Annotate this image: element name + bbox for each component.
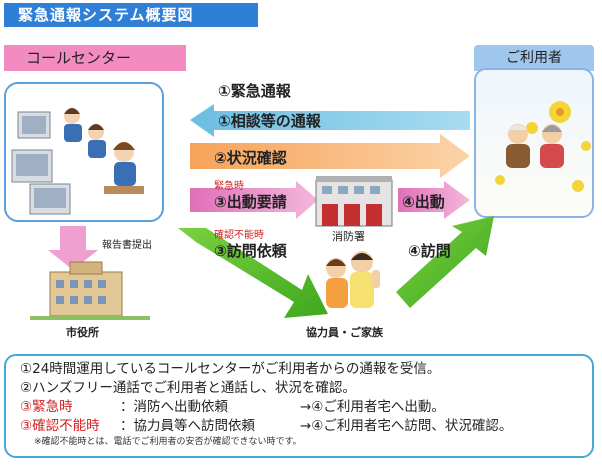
label-dispatch-request: ③出動要請 [214,193,287,211]
description-box: ①24時間運用しているコールセンターがご利用者からの通報を受信。 ②ハンズフリー… [4,354,594,458]
step-3-tag: ③緊急時 [20,399,73,415]
diagram-title: 緊急通報システム概要図 [4,3,258,27]
operators-illustration [11,108,144,215]
call-center-label: コールセンター [4,45,186,71]
step-4-tag: ③確認不能時 [20,418,100,434]
label-city-hall: 市役所 [66,326,99,339]
label-report: 報告書提出 [102,240,152,251]
label-emergency-call: ①緊急通報 [218,82,291,100]
step-3-action: ：消防へ出動依頼 [120,399,228,415]
fire-station-illustration [315,176,393,227]
user-label: ご利用者 [474,45,594,71]
helpers-illustration [326,251,380,308]
label-visit: ④訪問 [408,242,451,260]
user-box [474,68,594,218]
elderly-couple-illustration [495,101,591,192]
step-1: ①24時間運用しているコールセンターがご利用者からの通報を受信。 [20,361,441,377]
arrow-visit [396,216,494,308]
arrow-dispatch-request [190,181,318,219]
step-4-action: ：協力員等へ訪問依頼 [120,418,255,434]
arrow-status-check [190,134,470,178]
label-fire-station: 消防署 [332,230,365,243]
label-emergency-tag: 緊急時 [214,181,244,192]
arrow-visit-request [178,228,328,318]
label-helpers: 協力員・ご家族 [306,326,383,339]
step-4-result: →④ご利用者宅へ訪問、状況確認。 [300,418,513,434]
step-2: ②ハンズフリー通話でご利用者と通話し、状況を確認。 [20,380,356,396]
arrow-dispatch [398,181,470,219]
step-3-result: →④ご利用者宅へ出動。 [300,399,445,415]
arrow-consult-call [190,104,470,137]
label-consult-call: ①相談等の通報 [218,112,321,130]
arrow-report [48,226,98,270]
label-unconfirmed-tag: 確認不能時 [214,230,264,241]
footnote: ※確認不能時とは、電話でご利用者の安否が確認できない時です。 [34,437,302,447]
step-3: ③緊急時 ：消防へ出動依頼 →④ご利用者宅へ出動。 [20,398,582,417]
label-dispatch: ④出動 [402,193,445,211]
city-hall-illustration [30,261,150,320]
label-status-check: ②状況確認 [214,149,287,167]
step-4: ③確認不能時 ：協力員等へ訪問依頼 →④ご利用者宅へ訪問、状況確認。 [20,417,582,436]
label-visit-request: ③訪問依頼 [214,242,287,260]
